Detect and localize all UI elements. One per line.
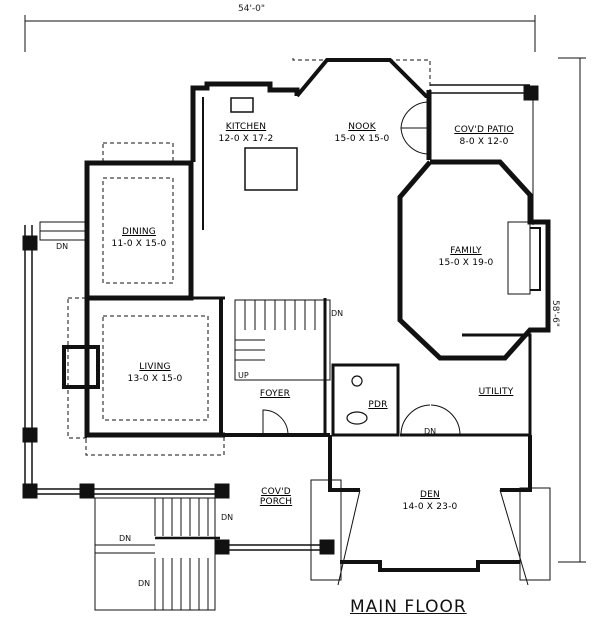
up-stair-label: UP bbox=[238, 371, 249, 380]
room-name: KITCHEN bbox=[225, 122, 267, 132]
pdr-toilet-icon bbox=[346, 411, 368, 425]
room-name: COV'D PATIO bbox=[454, 125, 514, 135]
room-name: DEN bbox=[420, 490, 440, 500]
dn-porch-landing-label: DN bbox=[119, 534, 132, 543]
room-family: FAMILY 15-0 X 19-0 bbox=[439, 246, 494, 268]
family-fireplace bbox=[530, 227, 541, 291]
room-size: 12-0 X 17-2 bbox=[218, 134, 274, 144]
kitchen-island bbox=[244, 147, 298, 191]
plan-title: MAIN FLOOR bbox=[350, 597, 467, 617]
kitchen-sink-icon bbox=[230, 97, 254, 113]
family-wall bbox=[397, 159, 551, 361]
room-name: DINING bbox=[122, 227, 156, 237]
den-bay-wall bbox=[340, 560, 520, 572]
porch-post bbox=[22, 235, 38, 251]
dn-porch-lower-label: DN bbox=[138, 579, 151, 588]
overall-depth-dimension: 58'-6" bbox=[550, 300, 560, 328]
utility-wall bbox=[462, 333, 532, 437]
room-size: 15-0 X 15-0 bbox=[334, 134, 390, 144]
kitchen-wall bbox=[190, 81, 300, 162]
foyer-door-swing bbox=[262, 409, 289, 436]
dn-porch-upper-label: DN bbox=[221, 513, 234, 522]
pdr-wall bbox=[331, 363, 400, 437]
room-covd-porch: COV'D PORCH bbox=[256, 487, 296, 507]
room-utility: UTILITY bbox=[479, 387, 514, 397]
room-size: 14-0 X 23-0 bbox=[402, 502, 458, 512]
room-foyer: FOYER bbox=[260, 389, 290, 399]
room-den: DEN 14-0 X 23-0 bbox=[403, 490, 458, 512]
room-dining: DINING 11-0 X 15-0 bbox=[112, 227, 167, 249]
room-name: COV'D PORCH bbox=[259, 487, 293, 507]
living-fireplace bbox=[62, 345, 100, 389]
room-size: 15-0 X 19-0 bbox=[438, 258, 494, 268]
room-name: FOYER bbox=[259, 389, 291, 399]
patio-post bbox=[523, 85, 539, 101]
dn-stair-label: DN bbox=[331, 309, 344, 318]
room-size: 11-0 X 15-0 bbox=[111, 239, 167, 249]
room-pdr: PDR bbox=[368, 400, 387, 410]
room-nook: NOOK 15-0 X 15-0 bbox=[335, 122, 390, 144]
room-name: PDR bbox=[368, 400, 388, 410]
room-name: FAMILY bbox=[450, 246, 482, 256]
room-kitchen: KITCHEN 12-0 X 17-2 bbox=[219, 122, 274, 144]
room-size: 13-0 X 15-0 bbox=[127, 374, 183, 384]
dn-den-label: DN bbox=[424, 427, 437, 436]
room-covd-patio: COV'D PATIO 8-0 X 12-0 bbox=[454, 125, 513, 147]
room-name: UTILITY bbox=[478, 387, 514, 397]
room-size: 8-0 X 12-0 bbox=[459, 137, 509, 147]
nook-bay-wall bbox=[295, 58, 430, 98]
dn-porch-left-label: DN bbox=[56, 242, 69, 251]
overall-width-dimension: 54'-0" bbox=[238, 4, 266, 14]
den-wall bbox=[328, 435, 360, 492]
pdr-sink-icon bbox=[351, 375, 363, 387]
room-living: LIVING 13-0 X 15-0 bbox=[128, 362, 183, 384]
room-name: LIVING bbox=[139, 362, 171, 372]
room-name: NOOK bbox=[348, 122, 376, 132]
